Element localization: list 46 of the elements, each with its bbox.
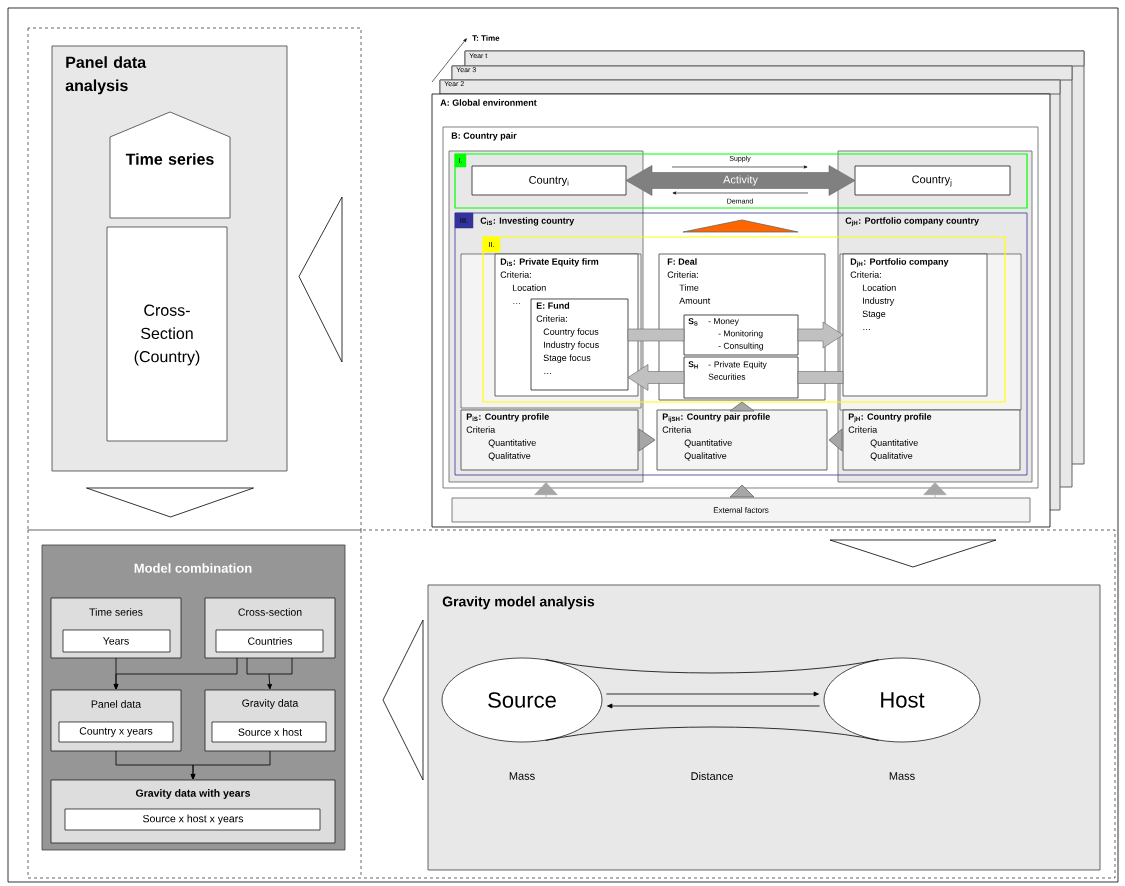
value-box: Source x host: [211, 721, 327, 743]
block-arrow: [627, 364, 685, 391]
flow-box: S$_{H}$ - Private Equity Securities: [683, 356, 799, 399]
curved-line: [545, 726, 880, 741]
value-box: Source x host x years: [64, 808, 321, 831]
arrow: [606, 691, 819, 697]
flow-box: S$_{S}$ - Money - Monitoring - Consulting: [683, 314, 799, 356]
process-box: Cross-Section (Country): [106, 226, 228, 442]
block-arrow: [625, 165, 856, 196]
country-box: Country$_{i}$: [471, 165, 627, 196]
arrow: [113, 657, 238, 690]
node-caption: Mass: [889, 772, 915, 780]
profile-box: P$_{ijSH}$: Country pair profile Criteria Quantitative Qualitative: [656, 409, 828, 471]
country-box: Country$_{j}$: [854, 165, 1011, 196]
block-arrow: [797, 321, 844, 349]
chevron-arrow: [729, 401, 755, 412]
pentagon-box: Time series: [109, 111, 231, 219]
distance-label: Distance: [691, 771, 733, 781]
curved-line: [545, 659, 880, 674]
criteria-box: E: Fund Criteria: Country focus Industry focus Stage focus …: [530, 298, 629, 391]
edge-label: Activity: [722, 174, 759, 187]
ellipse-node: Source: [441, 657, 603, 743]
value-box: Years: [62, 629, 171, 653]
arrow: [607, 703, 820, 709]
profile-box: P$_{iS}$: Country profile Criteria Quantitative Qualitative: [460, 409, 639, 471]
value-box: Country x years: [58, 721, 174, 743]
chevron-arrow: [382, 619, 424, 781]
block-arrow: [627, 328, 685, 342]
chevron-arrow: [729, 484, 755, 498]
chevron-arrow: [534, 482, 558, 499]
block-arrow: [797, 371, 844, 384]
criteria-box: D$_{jH}$: Portfolio company Criteria: Location Industry Stage …: [842, 253, 988, 397]
profile-box: P$_{jH}$: Country profile Criteria Quantitative Qualitative: [842, 409, 1021, 471]
direction-label: T: Time: [472, 35, 500, 41]
chevron-arrow: [829, 539, 997, 568]
value-box: Countries: [215, 629, 324, 653]
arrow: [246, 657, 293, 690]
chevron-arrow: [298, 196, 343, 363]
chevron-arrow: [86, 487, 254, 518]
factors-bar: External factors: [451, 497, 1031, 523]
ellipse-node: Host: [823, 657, 981, 743]
node-caption: Mass: [509, 772, 535, 780]
chevron-arrow: [638, 428, 656, 452]
chevron-arrow: [923, 482, 947, 499]
arrow: [190, 750, 271, 780]
chevron-arrow: [828, 428, 843, 452]
